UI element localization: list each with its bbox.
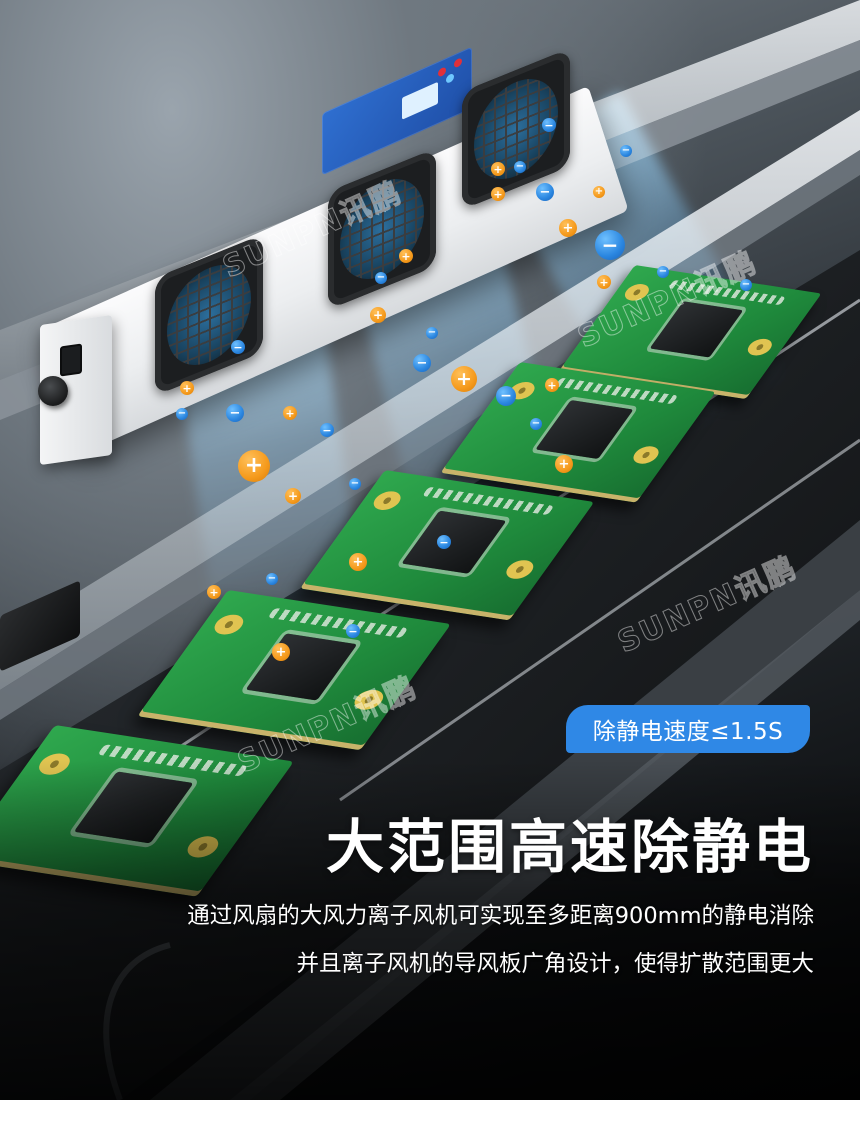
- negative-ion-icon: −: [595, 230, 625, 260]
- description-line-1: 通过风扇的大风力离子风机可实现至多距离900mm的静电消除: [187, 903, 814, 929]
- positive-ion-icon: +: [491, 187, 505, 201]
- panel-button-red-1[interactable]: [438, 66, 446, 78]
- negative-ion-icon: −: [346, 624, 360, 638]
- negative-ion-icon: −: [176, 408, 188, 420]
- negative-ion-icon: −: [426, 327, 438, 339]
- positive-ion-icon: +: [597, 275, 611, 289]
- negative-ion-icon: −: [542, 118, 556, 132]
- negative-ion-icon: −: [536, 183, 554, 201]
- ic-chip-icon: [535, 400, 634, 459]
- panel-button-red-2[interactable]: [454, 57, 462, 69]
- negative-ion-icon: −: [231, 340, 245, 354]
- ic-chip-icon: [401, 510, 507, 574]
- negative-ion-icon: −: [657, 266, 669, 278]
- negative-ion-icon: −: [437, 535, 451, 549]
- negative-ion-icon: −: [496, 386, 516, 406]
- positive-ion-icon: +: [349, 553, 367, 571]
- negative-ion-icon: −: [226, 404, 244, 422]
- positive-ion-icon: +: [555, 455, 573, 473]
- positive-ion-icon: +: [491, 162, 505, 176]
- mounting-pad-icon: [743, 337, 777, 357]
- negative-ion-icon: −: [349, 478, 361, 490]
- negative-ion-icon: −: [375, 272, 387, 284]
- positive-ion-icon: +: [545, 378, 559, 392]
- positive-ion-icon: +: [238, 450, 270, 482]
- headline-title: 大范围高速除静电: [325, 813, 814, 881]
- positive-ion-icon: +: [272, 643, 290, 661]
- negative-ion-icon: −: [530, 418, 542, 430]
- negative-ion-icon: −: [620, 145, 632, 157]
- panel-button-blue[interactable]: [446, 72, 454, 85]
- footer-spacer: [0, 1100, 860, 1130]
- negative-ion-icon: −: [266, 573, 278, 585]
- bottom-shade: [0, 760, 860, 1100]
- positive-ion-icon: +: [451, 366, 477, 392]
- positive-ion-icon: +: [283, 406, 297, 420]
- negative-ion-icon: −: [413, 354, 431, 372]
- mounting-pad-icon: [628, 444, 664, 466]
- power-switch[interactable]: [60, 343, 82, 377]
- mounting-knob[interactable]: [38, 376, 68, 406]
- negative-ion-icon: −: [514, 161, 526, 173]
- mounting-pad-icon: [501, 558, 539, 581]
- negative-ion-icon: −: [320, 423, 334, 437]
- positive-ion-icon: +: [593, 186, 605, 198]
- positive-ion-icon: +: [399, 249, 413, 263]
- positive-ion-icon: +: [180, 381, 194, 395]
- speed-badge: 除静电速度≤1.5S: [566, 705, 810, 753]
- positive-ion-icon: +: [207, 585, 221, 599]
- positive-ion-icon: +: [285, 488, 301, 504]
- negative-ion-icon: −: [740, 279, 752, 291]
- description-line-2: 并且离子风机的导风板广角设计，使得扩散范围更大: [296, 951, 814, 977]
- mounting-pad-icon: [209, 612, 249, 637]
- mounting-pad-icon: [368, 489, 406, 512]
- positive-ion-icon: +: [370, 307, 386, 323]
- product-banner: SUNPN讯鹏 SUNPN讯鹏 SUNPN讯鹏 SUNPN讯鹏 + + + + …: [0, 0, 860, 1100]
- positive-ion-icon: +: [559, 219, 577, 237]
- lcd-screen: [402, 81, 438, 120]
